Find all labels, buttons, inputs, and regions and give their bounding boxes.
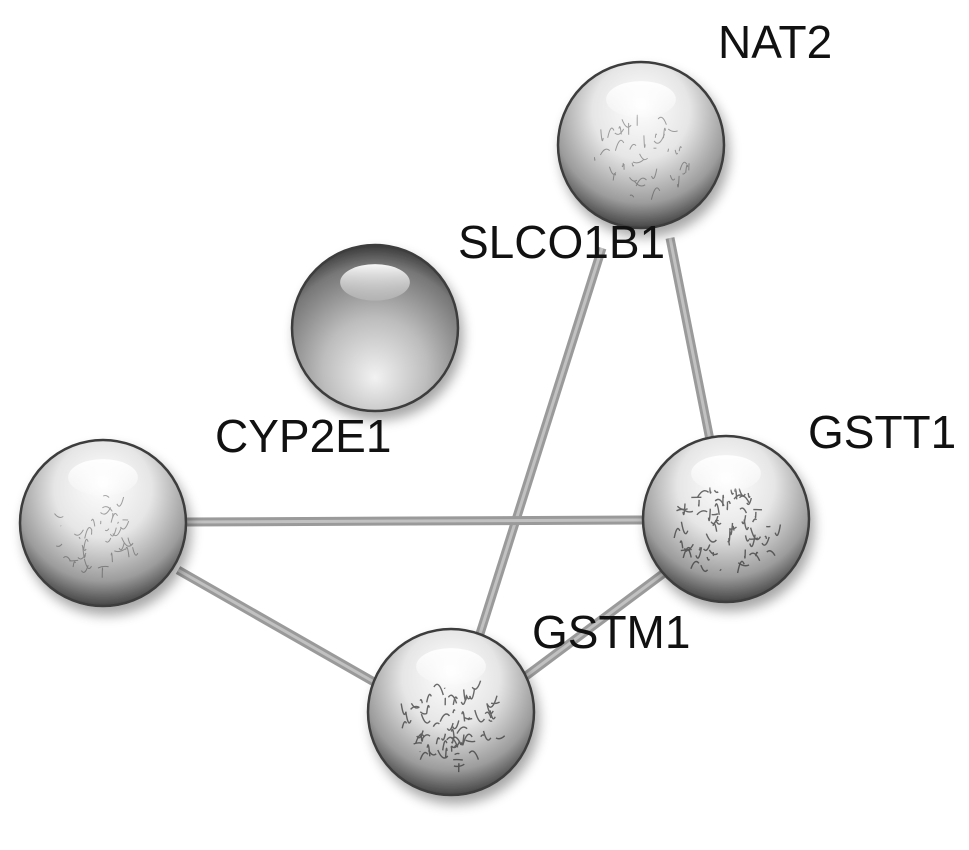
node-label-gstm1: GSTM1 (532, 606, 690, 658)
gloss-highlight (691, 455, 761, 492)
gloss-highlight (340, 264, 410, 301)
node-label-gstt1: GSTT1 (808, 406, 956, 458)
node-gstm1[interactable] (366, 627, 536, 797)
edge-cyp2e1-gstm1 (175, 566, 377, 686)
edge-gstt1-gstm1 (523, 569, 667, 680)
node-nat2[interactable] (556, 60, 726, 230)
node-label-slco1b1: SLCO1B1 (458, 216, 665, 268)
node-sphere (641, 434, 811, 604)
protein-structure-icon (54, 494, 139, 578)
node-slco1b1[interactable] (290, 243, 460, 413)
gloss-highlight (68, 459, 138, 496)
edge-nat2-gstt1 (665, 237, 715, 441)
node-label-nat2: NAT2 (718, 16, 832, 68)
gloss-highlight (416, 648, 486, 685)
node-gstt1[interactable] (641, 434, 811, 604)
node-sphere (366, 627, 536, 797)
node-sphere (18, 438, 188, 608)
node-sphere (290, 243, 460, 413)
node-cyp2e1[interactable] (18, 438, 188, 608)
node-sphere (556, 60, 726, 230)
protein-structure-icon (673, 487, 782, 574)
gloss-highlight (606, 81, 676, 118)
node-label-cyp2e1: CYP2E1 (215, 410, 391, 462)
edge-cyp2e1-gstt1 (185, 515, 646, 527)
protein-structure-icon (594, 114, 690, 200)
protein-structure-icon (400, 680, 506, 773)
nodes-layer (18, 60, 811, 797)
edges-layer (175, 237, 715, 686)
edge-nat2-gstm1 (473, 246, 607, 642)
